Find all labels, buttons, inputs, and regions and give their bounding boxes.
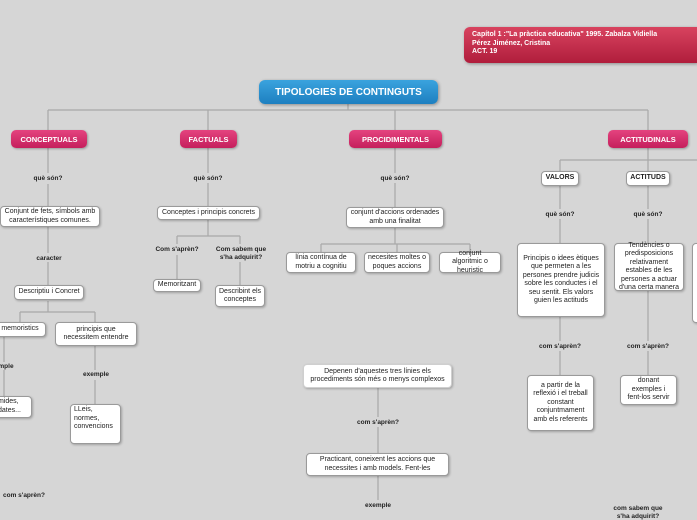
factuals-que-son[interactable]: què són? <box>193 175 223 182</box>
conceptuals-caracter[interactable]: caracter <box>36 255 62 262</box>
procidimentals-exemple[interactable]: exemple <box>364 502 392 509</box>
conceptuals-lleis[interactable]: LLeis, normes, convencions <box>70 404 121 444</box>
conceptuals-principis[interactable]: principis que necessitem entendre <box>55 322 137 346</box>
factuals-describint[interactable]: Describint els conceptes <box>215 285 265 307</box>
valors-com-sapren[interactable]: com s'aprèn? <box>538 343 581 350</box>
actituds-how[interactable]: donant exemples i fent-los servir <box>620 375 677 405</box>
branch-factuals[interactable]: FACTUALS <box>180 130 237 148</box>
source-line-3: ACT. 19 <box>472 48 498 55</box>
procidimentals-que-son[interactable]: què són? <box>380 175 410 182</box>
conceptuals-que-son[interactable]: què són? <box>33 175 63 182</box>
procidimentals-depenen[interactable]: Depenen d'aquestes tres línies els proce… <box>303 364 452 388</box>
source-line-2: Pérez Jiménez, Cristina <box>472 39 551 47</box>
valors-definition[interactable]: Principis o idees ètiques que permeten a… <box>517 243 605 317</box>
conceptuals-descriptiu[interactable]: Descriptiu i Concret <box>14 285 84 300</box>
procidimentals-practicant[interactable]: Practicant, coneixent les accions que ne… <box>306 453 449 476</box>
conceptuals-com-sapren[interactable]: com s'aprèn? <box>2 492 45 499</box>
actituds-definition[interactable]: Tendències o predisposicions relativamen… <box>614 242 684 291</box>
actituds-com-sapren[interactable]: com s'aprèn? <box>626 343 669 350</box>
offscreen-node <box>692 243 697 323</box>
actitudinals-valors[interactable]: VALORS <box>541 171 579 186</box>
source-citation: Capítol 1 :"La pràctica educativa" 1995.… <box>464 27 697 63</box>
valors-how[interactable]: a partir de la reflexió i el treball con… <box>527 375 594 431</box>
procidimentals-definition[interactable]: conjunt d'accions ordenades amb una fina… <box>346 207 444 228</box>
source-line-1: Capítol 1 :"La pràctica educativa" 1995.… <box>472 31 658 38</box>
factuals-memoritzant[interactable]: Memoritzant <box>153 279 201 292</box>
valors-que-son[interactable]: què són? <box>545 211 575 218</box>
branch-conceptuals[interactable]: CONCEPTUALS <box>11 130 87 148</box>
conceptuals-memoristics[interactable]: memoristics <box>0 322 46 337</box>
root-topic[interactable]: TIPOLOGIES DE CONTINGUTS <box>259 80 438 104</box>
factuals-definition[interactable]: Conceptes i principis concrets <box>157 206 260 220</box>
branch-procidimentals[interactable]: PROCIDIMENTALS <box>349 130 442 148</box>
procidimentals-conjunt[interactable]: conjunt algoritmic o heuristic <box>439 250 501 274</box>
actitudinals-actituds[interactable]: ACTITUDS <box>626 171 670 186</box>
factuals-com-sabem[interactable]: Com sabem que s'ha adquirit? <box>215 246 267 261</box>
actituds-que-son[interactable]: què són? <box>633 211 663 218</box>
procidimentals-com-sapren[interactable]: com s'aprèn? <box>356 419 399 426</box>
branch-actitudinals[interactable]: ACTITUDINALS <box>608 130 688 148</box>
conceptuals-definition[interactable]: Conjunt de fets, símbols amb característ… <box>0 206 100 227</box>
conceptuals-exemple[interactable]: exemple <box>82 371 110 378</box>
procidimentals-linia[interactable]: línia contínua de motriu a cognitiu <box>286 252 356 273</box>
conceptuals-exemple-left[interactable]: mple <box>0 363 14 370</box>
factuals-com-sapren[interactable]: Com s'aprèn? <box>155 246 199 253</box>
procidimentals-necesites[interactable]: necesites moltes o poques accions <box>364 252 430 273</box>
conceptuals-mides[interactable]: mides, dates... <box>0 396 32 418</box>
actituds-com-sabem[interactable]: com sabem que s'ha adquirit? <box>613 505 663 520</box>
